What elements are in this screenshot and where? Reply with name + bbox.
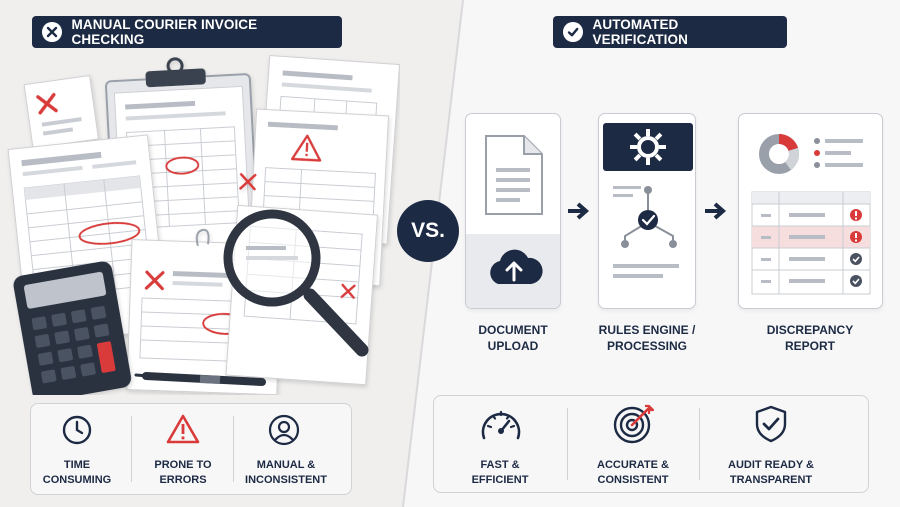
calculator-icon <box>13 261 132 395</box>
document-upload-card <box>465 113 561 309</box>
automated-header-text: AUTOMATED VERIFICATION <box>592 17 688 47</box>
manual-header: MANUAL COURIER INVOICE CHECKING <box>32 16 342 48</box>
alert-icon <box>850 231 862 243</box>
flow-node-icon <box>621 186 677 248</box>
gear-icon <box>630 129 666 165</box>
speedometer-icon <box>481 410 521 440</box>
shield-check-icon <box>755 405 787 443</box>
vs-text: VS. <box>411 219 445 242</box>
user-icon <box>268 414 300 446</box>
rules-engine-card <box>598 113 696 309</box>
warning-icon <box>166 414 200 444</box>
clock-icon <box>62 415 92 445</box>
fast-efficient-label: FAST &EFFICIENT <box>471 459 529 486</box>
audit-ready-label: AUDIT READY &TRANSPARENT <box>728 459 814 486</box>
cloud-upload-icon <box>490 249 543 284</box>
discrepancy-report-card <box>738 113 883 309</box>
x-circle-icon <box>42 22 62 42</box>
automated-benefits-panel <box>433 395 869 493</box>
magnifier-icon <box>223 209 369 357</box>
panel-divider <box>131 416 132 482</box>
rules-engine-label: RULES ENGINE /PROCESSING <box>598 323 696 353</box>
accurate-consistent-label: ACCURATE &CONSISTENT <box>597 459 669 486</box>
panel-divider <box>233 416 234 482</box>
alert-icon <box>850 209 862 221</box>
automated-header: AUTOMATED VERIFICATION <box>553 16 787 48</box>
panel-divider <box>699 408 700 480</box>
paper-pile-illustration <box>7 54 400 395</box>
arrow-right-icon <box>705 202 727 220</box>
donut-chart-icon <box>759 133 799 174</box>
check-circle-icon <box>563 22 583 42</box>
arrow-right-icon <box>568 202 590 220</box>
manual-inconsistent-label: MANUAL &INCONSISTENT <box>245 459 327 486</box>
pen-icon <box>134 372 266 386</box>
check-icon <box>850 253 862 265</box>
vs-badge: VS. <box>397 200 459 262</box>
target-icon <box>613 404 655 444</box>
check-icon <box>850 275 862 287</box>
panel-divider <box>567 408 568 480</box>
manual-header-text: MANUAL COURIER INVOICE CHECKING <box>71 17 258 47</box>
document-icon <box>485 135 543 215</box>
